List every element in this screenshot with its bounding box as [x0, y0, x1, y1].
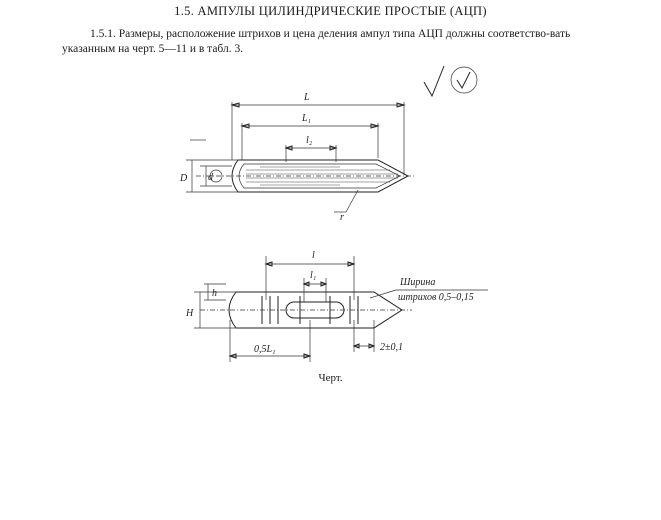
dim-tolerance-label: 2±0,1 — [380, 342, 403, 353]
section-paragraph: 1.5.1. Размеры, расположение штрихов и ц… — [62, 28, 571, 55]
roughness-mark-icon — [423, 65, 478, 98]
top-ampoule-drawing — [186, 102, 416, 213]
dim-d-label: d — [208, 172, 214, 183]
dim-L-label: L — [303, 92, 310, 103]
dim-H-label: H — [185, 308, 194, 319]
stroke-width-note-line2: штрихов 0,5–0,15 — [398, 292, 474, 303]
dim-h-label: h — [212, 288, 217, 299]
dim-l1-label: l₁ — [310, 270, 316, 281]
dim-L1-label: L₁ — [301, 113, 311, 124]
section-heading: 1.5. АМПУЛЫ ЦИЛИНДРИЧЕСКИЕ ПРОСТЫЕ (АЦП) — [174, 4, 487, 18]
dim-D-label: D — [179, 173, 188, 184]
bottom-ampoule-drawing — [194, 256, 488, 362]
dim-l-label: l — [312, 250, 315, 261]
dim-l2-label: l₂ — [306, 135, 313, 146]
dim-half-L1-label: 0,5L₁ — [254, 344, 276, 355]
dim-r-label: r — [340, 212, 344, 223]
stroke-width-note-line1: Ширина — [399, 277, 435, 288]
figure-caption: Черт. — [318, 372, 343, 384]
